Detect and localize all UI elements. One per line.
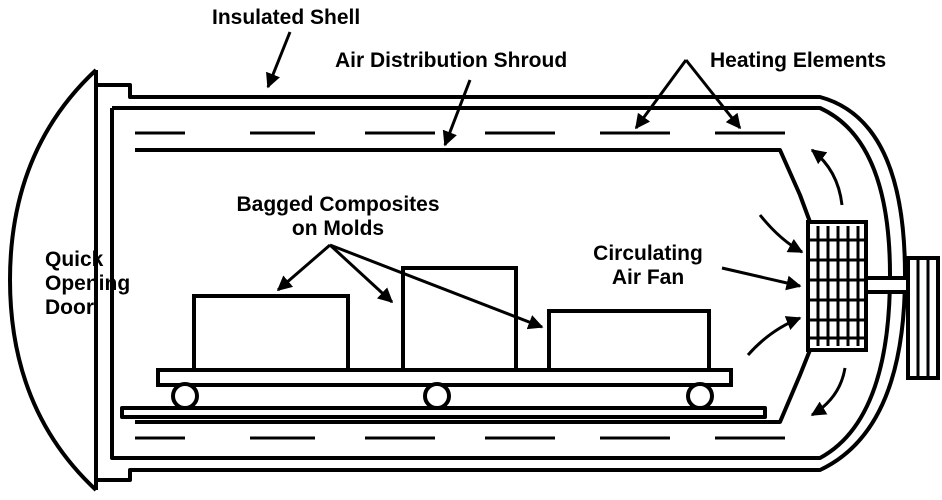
cart-wheel	[686, 382, 714, 410]
cart-wheel	[423, 382, 451, 410]
insulated-shell-label: Insulated Shell	[212, 6, 361, 29]
quick-opening-door-label-line2: Opening	[45, 272, 131, 295]
bagged-composite-mold-1	[192, 294, 350, 372]
insulated-shell-inner	[110, 106, 892, 460]
bagged-composites-label-line1: Bagged Composites	[236, 193, 440, 216]
circulating-air-fan-pointer	[721, 266, 802, 291]
quick-opening-door	[8, 68, 98, 492]
bagged-composites-label-line2: on Molds	[291, 217, 385, 240]
bagged-composite-mold-2	[401, 266, 518, 372]
quick-opening-door-label: Quick Opening Door	[45, 248, 130, 320]
floor-rail	[120, 406, 767, 419]
bagged-composites-pointer	[329, 243, 544, 330]
bagged-composites-pointer	[328, 243, 394, 304]
cart-platform	[156, 368, 733, 387]
airflow-arrow	[810, 148, 844, 206]
circulating-air-fan-label-line2: Air Fan	[611, 266, 685, 289]
insulated-shell-outer	[96, 83, 907, 482]
airflow-arrow	[746, 316, 802, 356]
airflow-arrow	[758, 214, 804, 254]
heating-elements-pointer	[634, 59, 688, 130]
cart-wheel	[171, 382, 199, 410]
air-distribution-shroud-pointer	[442, 79, 472, 147]
fan-motor	[906, 256, 940, 380]
quick-opening-door-label-line1: Quick	[45, 248, 104, 271]
circulating-air-fan-label-line1: Circulating	[593, 242, 703, 265]
air-distribution-shroud-bottom	[135, 349, 812, 424]
heating-elements-pointer	[684, 59, 742, 130]
circulating-air-fan	[806, 220, 868, 352]
heating-elements-label: Heating Elements	[710, 49, 887, 72]
air-distribution-shroud-top	[135, 148, 812, 223]
air-distribution-shroud-label: Air Distribution Shroud	[335, 49, 568, 72]
fan-shaft	[864, 276, 912, 294]
bagged-composites-pointer	[276, 243, 331, 292]
insulated-shell-pointer	[266, 31, 292, 89]
circulating-air-fan-label: Circulating Air Fan	[578, 242, 718, 290]
bagged-composites-label: Bagged Composites on Molds	[210, 193, 466, 241]
bagged-composite-mold-3	[547, 309, 711, 372]
quick-opening-door-label-line3: Door	[45, 296, 94, 319]
airflow-arrow	[810, 367, 847, 417]
